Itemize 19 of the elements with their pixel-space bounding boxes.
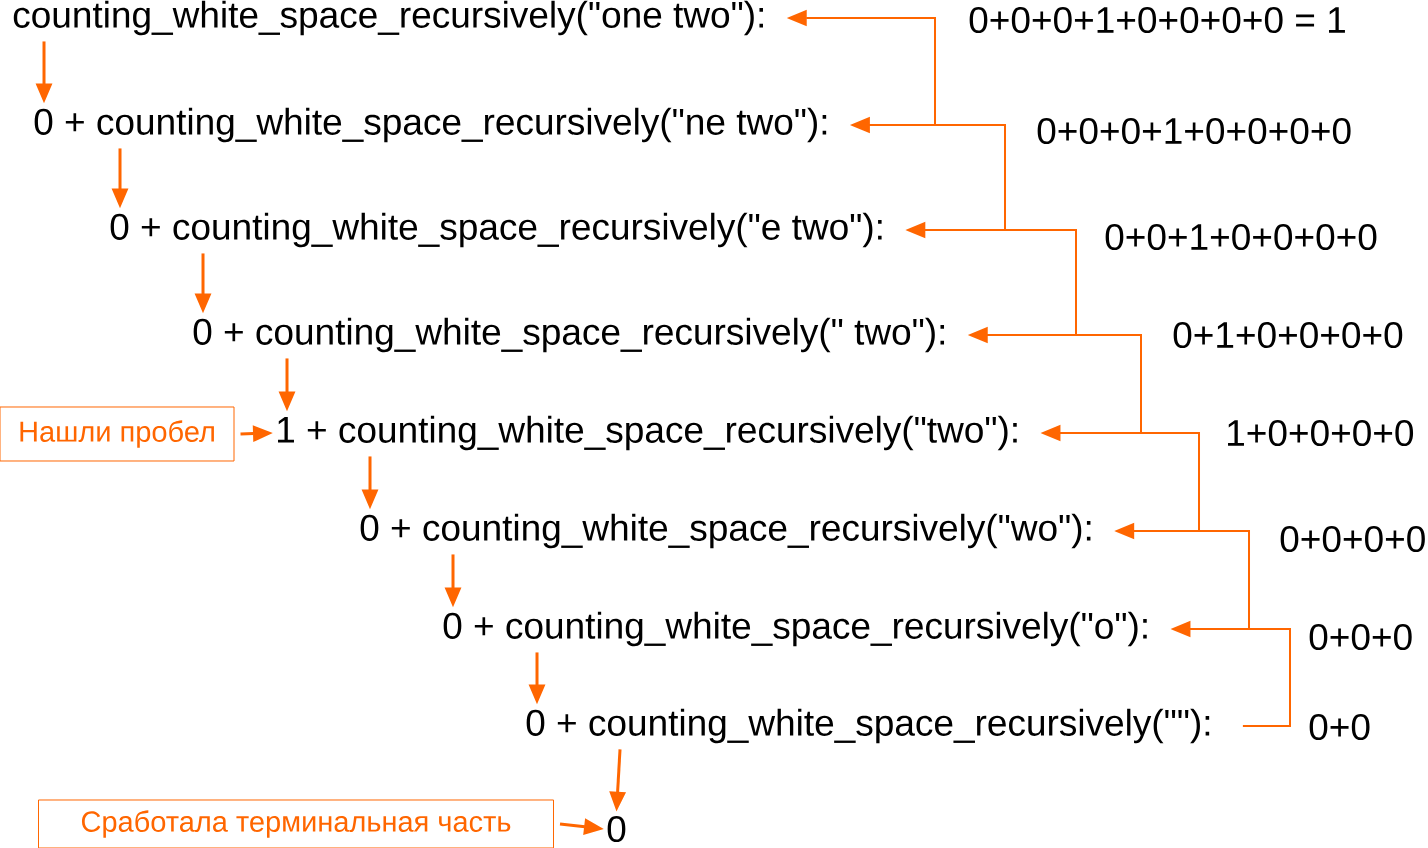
note-box: Сработала терминальная часть (38, 799, 554, 848)
call-text: 0 (607, 815, 626, 843)
call-text: 0 + counting_white_space_recursively("e two"): (110, 212, 882, 248)
sum-text: 1+0+0+0+0 (1228, 419, 1414, 447)
call-text: 0 + counting_white_space_recursively("o"): (443, 611, 1147, 647)
sum-text: 0+0+0+1+0+0+0+0 (1037, 117, 1351, 145)
note-box: Нашли пробел (0, 406, 235, 462)
sum-text: 0+0+1+0+0+0+0 (1105, 223, 1377, 251)
call-text: 0 + counting_white_space_recursively("ne two"): (34, 107, 827, 143)
call-text: 0 + counting_white_space_recursively("wo"): (360, 513, 1091, 549)
sum-text: 0+0+0+1+0+0+0+0 = 1 (969, 6, 1345, 34)
sum-text: 0+0 (1309, 713, 1370, 741)
sum-text: 0+0+0+0 (1280, 525, 1425, 553)
call-text: 1 + counting_white_space_recursively("two"): (278, 415, 1017, 451)
sum-text: 0+1+0+0+0+0 (1173, 321, 1403, 349)
call-text: counting_white_space_recursively("one two"): (13, 0, 763, 36)
call-text: 0 + counting_white_space_recursively(""): (526, 708, 1210, 744)
call-text: 0 + counting_white_space_recursively(" two"): (193, 317, 944, 353)
sum-text: 0+0+0 (1309, 623, 1412, 651)
